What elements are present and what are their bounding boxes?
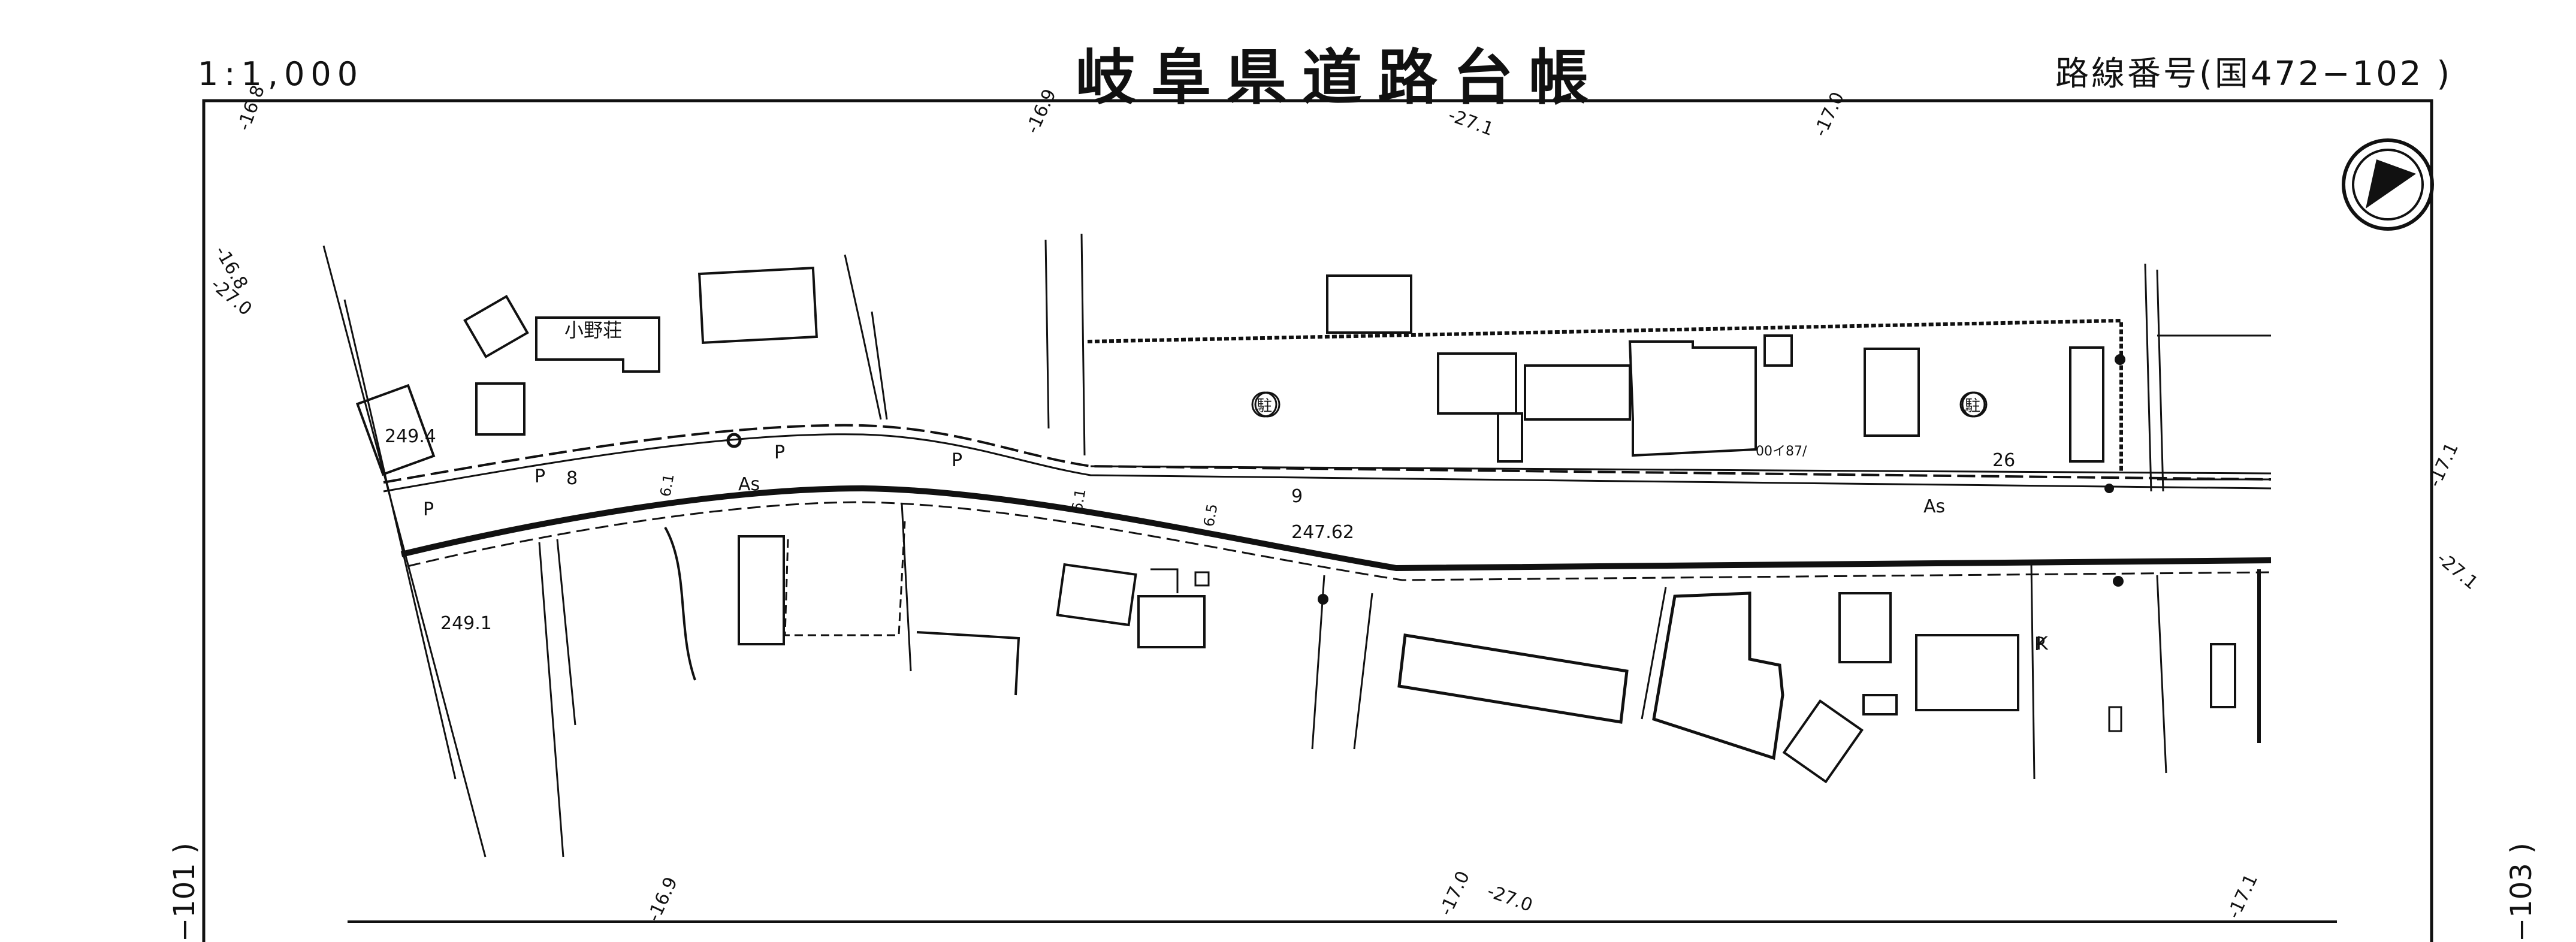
route-number: 路線番号(国472−102 )	[2055, 55, 2453, 93]
parking-marker-2: 駐	[1959, 391, 1986, 418]
p-marker-3: P	[774, 442, 785, 463]
map-scale: 1:1,000	[198, 55, 364, 93]
grid-label-10: -17.0	[1436, 868, 1475, 919]
number-8: 8	[566, 468, 578, 489]
elevation-3: 247.62	[1291, 522, 1354, 543]
width-3: 6.5	[1200, 503, 1221, 528]
elevation-4: 00イ87/	[1756, 444, 1807, 459]
elevation-2: 249.1	[440, 613, 492, 634]
grid-label-7: -17.1	[2424, 439, 2463, 490]
elevation-1: 249.4	[385, 426, 436, 447]
buildings-bottom	[538, 503, 2261, 858]
k-marker: K	[2036, 633, 2049, 654]
svg-text:駐: 駐	[1965, 397, 1980, 415]
width-1: 6.1	[657, 473, 677, 498]
svg-text:駐: 駐	[1257, 397, 1272, 415]
grid-label-8: -27.1	[2433, 548, 2482, 594]
utility-poles	[1318, 354, 2125, 605]
buildings-top-left	[355, 254, 888, 476]
building-name-ono: 小野荘	[564, 319, 622, 342]
grid-label-2: -16.9	[1022, 86, 1061, 137]
map-frame	[202, 99, 2433, 942]
p-marker-2: P	[423, 499, 434, 520]
grid-label-4: -17.0	[1810, 89, 1849, 140]
grid-label-3: -27.1	[1445, 105, 1496, 140]
p-marker-1: P	[534, 466, 545, 487]
number-26: 26	[1992, 450, 2015, 471]
surface-label-1: As	[738, 474, 760, 495]
parking-marker-1: 駐	[1251, 391, 1278, 418]
p-marker-4: P	[952, 450, 962, 471]
p-marker-5: P	[2034, 634, 2045, 655]
grid-label-11: -27.0	[1484, 881, 1535, 916]
main-road	[383, 424, 2272, 581]
map-labels: -16.8 -16.9 -27.1 -17.0 -16.8 -27.0 -17.…	[207, 83, 2482, 925]
north-arrow-icon	[2342, 138, 2434, 231]
grid-label-1: -16.8	[234, 83, 269, 134]
number-9: 9	[1291, 486, 1303, 507]
buildings-top-right	[1044, 233, 2271, 492]
width-2: 6.1	[1068, 488, 1089, 513]
grid-label-12: -17.1	[2224, 871, 2263, 922]
surface-label-2: As	[1923, 496, 1945, 517]
grid-label-9: -16.9	[644, 874, 682, 925]
